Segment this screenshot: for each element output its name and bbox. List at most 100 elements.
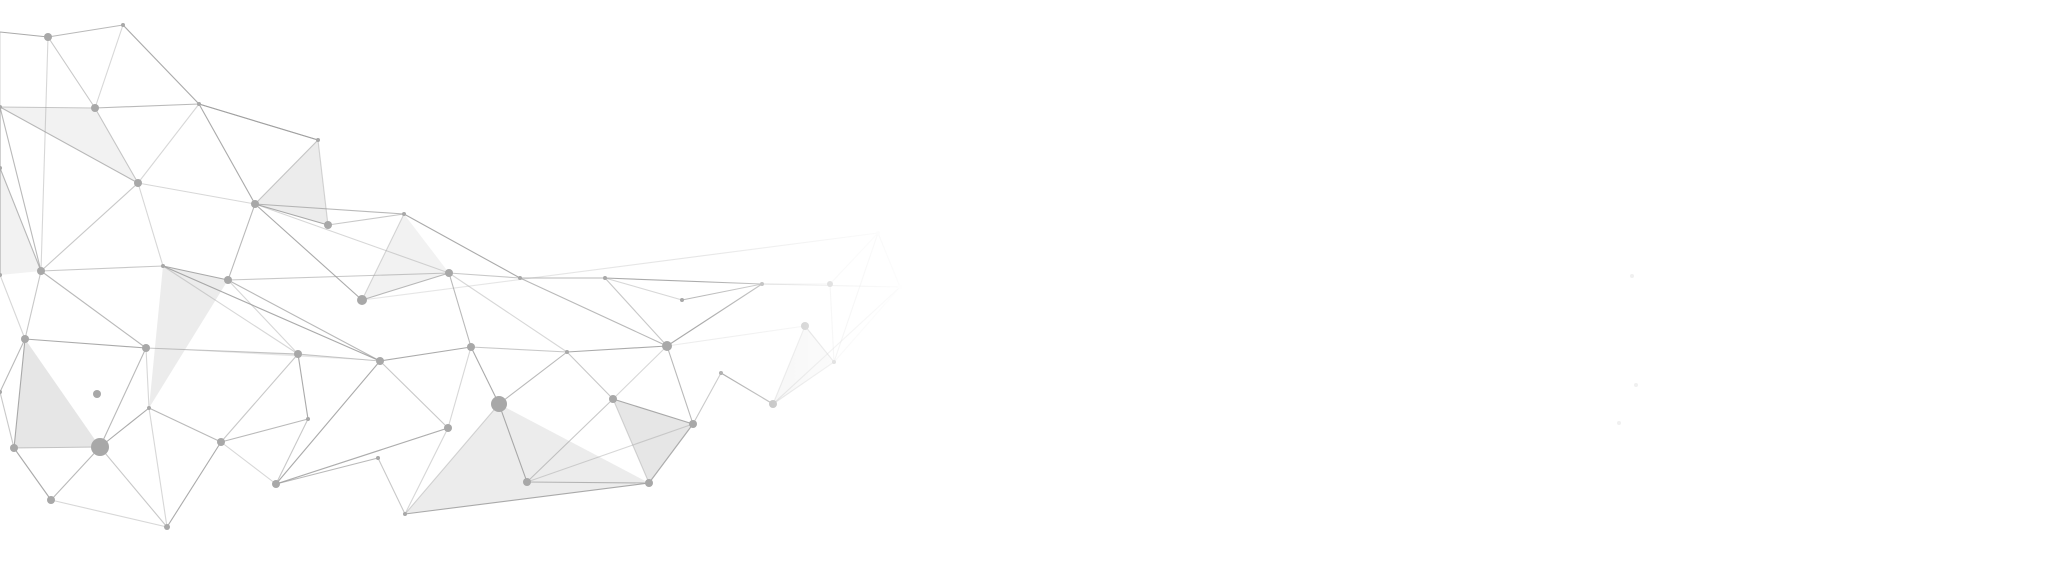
mesh-edge — [404, 427, 449, 515]
mesh-node — [518, 276, 522, 280]
mesh-nodes — [0, 23, 1638, 530]
mesh-node — [876, 231, 880, 235]
mesh-node — [272, 480, 280, 488]
mesh-node — [93, 390, 101, 398]
mesh-node — [0, 105, 2, 109]
mesh-edge — [0, 106, 96, 109]
mesh-edge — [254, 203, 405, 215]
mesh-edge — [470, 346, 500, 405]
mesh-edge — [13, 447, 52, 501]
mesh-edge — [447, 346, 472, 429]
mesh-node — [609, 395, 617, 403]
mesh-node — [91, 438, 109, 456]
mesh-edge — [227, 279, 299, 355]
mesh-edge — [0, 338, 26, 393]
mesh-edge — [148, 407, 168, 528]
mesh-edge — [227, 279, 381, 362]
mesh-edge — [526, 398, 614, 483]
mesh-node — [324, 221, 332, 229]
mesh-edge — [148, 407, 222, 443]
mesh-edge — [220, 353, 299, 443]
mesh-edge — [361, 272, 450, 301]
mesh-edge — [220, 441, 277, 485]
mesh-edge — [317, 139, 329, 226]
mesh-node — [306, 417, 310, 421]
mesh-edge — [829, 232, 879, 285]
mesh-node — [161, 264, 165, 268]
mesh-edge — [448, 272, 521, 279]
mesh-edge — [0, 274, 26, 340]
mesh-edge — [604, 277, 763, 285]
mesh-node — [523, 478, 531, 486]
mesh-edge — [526, 481, 650, 484]
mesh-edge — [254, 139, 319, 205]
mesh-node — [467, 343, 475, 351]
mesh-edge — [404, 403, 500, 515]
mesh-edge — [40, 36, 49, 272]
mesh-node-faint — [1630, 274, 1634, 278]
mesh-node — [898, 285, 902, 289]
mesh-edge — [470, 346, 568, 353]
mesh-edge — [612, 398, 650, 484]
mesh-edge — [94, 24, 124, 109]
mesh-edge — [24, 270, 42, 340]
mesh-edge — [145, 347, 299, 355]
mesh-node — [376, 456, 380, 460]
mesh-edge — [137, 182, 164, 267]
mesh-edge — [13, 338, 26, 449]
mesh-node — [376, 357, 384, 365]
mesh-node — [10, 444, 18, 452]
mesh-edge — [137, 182, 256, 205]
mesh-edge — [40, 265, 164, 272]
mesh-edge — [99, 347, 147, 448]
mesh-edge — [13, 446, 101, 449]
mesh-edge — [666, 325, 806, 347]
mesh-edge — [94, 107, 139, 184]
mesh-node — [444, 424, 452, 432]
mesh-edge — [648, 423, 694, 484]
mesh-node — [47, 496, 55, 504]
mesh-node — [91, 104, 99, 112]
mesh-edge — [448, 272, 472, 348]
mesh-node — [0, 390, 2, 394]
mesh-edge — [448, 272, 568, 353]
mesh-node — [217, 438, 225, 446]
mesh-edge — [297, 353, 309, 420]
mesh-node — [0, 273, 2, 277]
mesh-edge — [772, 286, 901, 405]
mesh-edge — [566, 345, 668, 353]
mesh-edge — [612, 345, 668, 400]
mesh-face — [773, 326, 834, 404]
mesh-edge — [604, 277, 683, 301]
mesh-node — [224, 276, 232, 284]
mesh-node — [445, 269, 453, 277]
mesh-edge — [0, 391, 15, 449]
mesh-node — [134, 179, 142, 187]
mesh-edge — [519, 277, 668, 347]
mesh-edge — [692, 372, 722, 425]
mesh-edge — [297, 353, 381, 362]
mesh-edge — [220, 418, 309, 443]
mesh-node-faint — [1617, 421, 1621, 425]
mesh-node — [565, 350, 569, 354]
mesh-node — [402, 212, 406, 216]
mesh-edge — [498, 403, 528, 483]
mesh-node — [0, 166, 2, 170]
mesh-node-faint — [1634, 383, 1638, 387]
mesh-edge — [327, 213, 405, 226]
mesh-edge — [377, 457, 406, 515]
mesh-node — [21, 335, 29, 343]
mesh-face — [405, 404, 649, 514]
mesh-edge — [24, 338, 147, 349]
mesh-edge — [0, 106, 139, 184]
mesh-edge — [720, 372, 774, 405]
mesh-edge — [162, 265, 229, 281]
mesh-edge — [198, 103, 256, 205]
mesh-face — [149, 266, 228, 408]
mesh-edge — [137, 103, 200, 184]
mesh-node — [37, 267, 45, 275]
mesh-edge — [227, 203, 256, 281]
mesh-edge — [40, 270, 147, 349]
mesh-node — [491, 396, 507, 412]
